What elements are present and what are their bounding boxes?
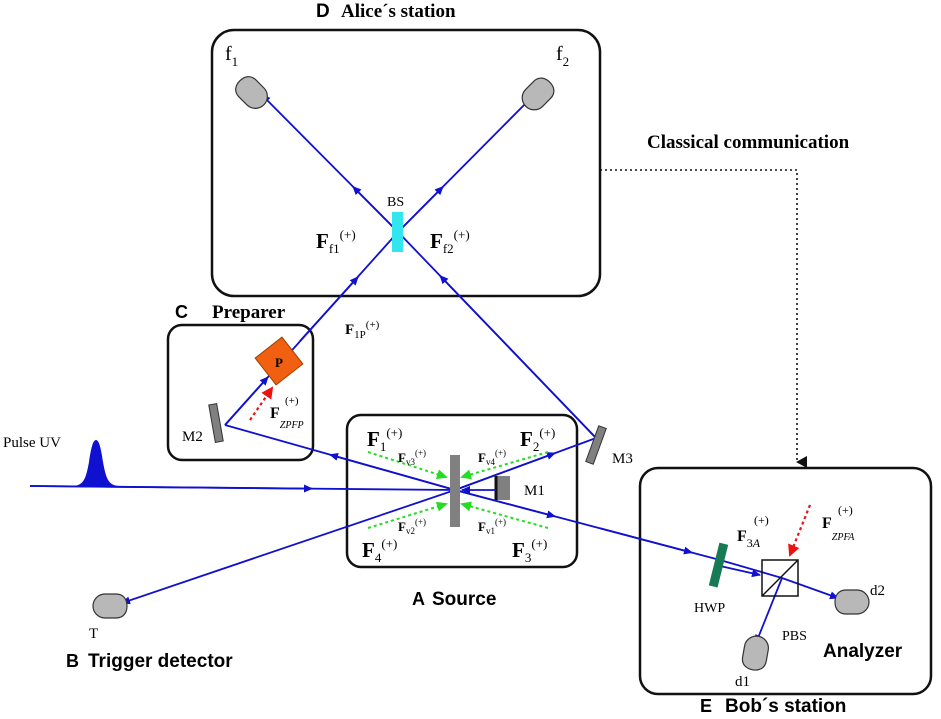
field-f1p-label: F1P(+) [345,319,380,341]
field-fv2-label: Fv2(+) [398,517,426,536]
pump-arrow [29,484,313,493]
crystal [450,455,460,527]
field-f3a-plus: (+) [754,513,769,527]
alice-station-letter: D [316,1,330,22]
m2-label: M2 [182,429,203,445]
field-f2-label: F2(+) [520,425,555,454]
field-ff2-label: Ff2(+) [430,227,470,256]
detector-t [92,593,128,619]
alice-station-title: Alice´s station [341,1,456,22]
beam-m2-arrow [224,376,269,426]
beam-f1-arrow [329,453,456,491]
mirror-m1 [496,476,510,500]
bs-label: BS [387,195,404,210]
f1-label: f1 [225,43,238,69]
trigger-letter: B [66,651,79,671]
field-fv1-label: Fv1(+) [478,517,506,536]
vacuum-v3-arrow [367,451,448,480]
half-wave-plate [708,542,729,588]
bob-station-box [638,466,933,696]
beam-m3-arrow [439,274,597,439]
beam-hwp-arrow [719,565,761,578]
bob-station-letter: E [700,696,712,716]
classical-communication-line [600,169,807,468]
field-zpfa-plus: (+) [838,503,853,517]
beam-pbs-to-d2 [781,577,839,600]
field-zpfp-label: FZPFP [270,405,304,431]
beam-f2-arrow [454,452,556,491]
field-f3a-label: F3A [737,528,761,550]
classical-communication-label: Classical communication [647,132,850,153]
alice-station-box [210,28,602,298]
mirror-m3 [585,425,607,465]
pulse-uv-label: Pulse UV [3,435,61,451]
beam-hwp-to-pbs [719,559,783,579]
field-f3-label: F3(+) [512,536,547,565]
mirror-m2 [208,403,224,443]
source-title: Source [432,589,496,610]
f2-label: f2 [556,43,569,69]
field-ff1-label: Ff1(+) [316,227,356,256]
beam-f3-arrow-2 [599,527,693,555]
beam-source-to-trigger [121,489,456,605]
zpf-fields [249,386,812,557]
field-zpfa-label: FZPFA [822,515,855,543]
beam-pbs-to-d1 [755,577,783,644]
t-label: T [89,626,98,642]
optical-beams [29,94,839,644]
vacuum-v4-arrow [460,451,549,480]
field-fv4-label: Fv4(+) [478,448,506,467]
m3-label: M3 [612,451,633,467]
beam-bs-to-f2-mid [397,185,444,233]
uv-pulse-shape [72,440,120,486]
trigger-title: Trigger detector [88,651,233,672]
preparer-letter: C [175,302,188,322]
preparer-title: Preparer [212,302,286,323]
source-box [345,413,579,569]
analyzer-label: Analyzer [823,641,903,662]
detector-f2 [521,77,555,111]
d1-label: d1 [735,674,750,690]
vacuum-v1-arrow [460,501,549,529]
beam-f3-arrow [454,489,556,519]
field-f4-label: F4(+) [362,536,397,565]
detector-d1 [741,635,769,671]
field-f1-label: F1(+) [367,425,402,454]
detector-d2 [834,589,870,615]
p-label: P [275,355,283,370]
source-letter: A [412,589,425,609]
hwp-label: HWP [694,601,725,616]
d2-label: d2 [870,583,885,599]
beam-1p-arrow [299,276,359,342]
beam-bs-to-f1-mid [352,185,399,233]
prism-p [254,336,304,386]
field-zpfp-plus: (+) [285,395,299,407]
zpf-analyzer-arrow [788,504,812,557]
field-fv3-label: Fv3(+) [398,448,426,467]
m1-label: M1 [524,483,545,499]
vacuum-v2-arrow [367,501,448,529]
vacuum-fields [367,451,549,529]
detector-f1 [235,76,268,109]
polarizing-beam-splitter [761,559,799,597]
bob-station-title: Bob´s station [725,696,846,717]
beam-splitter-bs [392,212,403,252]
pbs-label: PBS [782,629,807,644]
preparer-box [166,323,315,462]
zpf-preparer-arrow [249,386,274,421]
